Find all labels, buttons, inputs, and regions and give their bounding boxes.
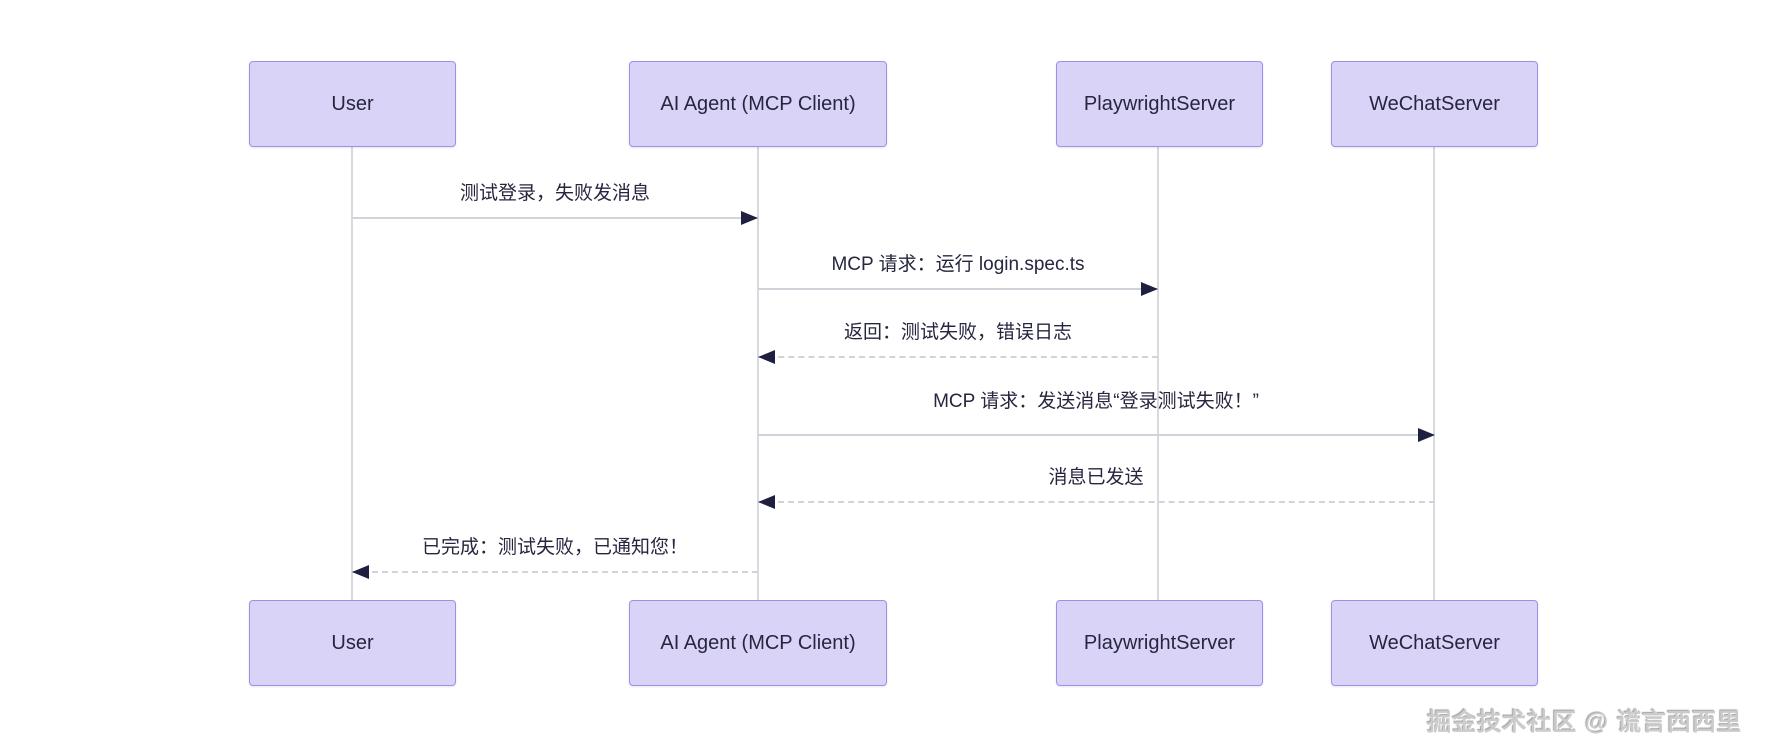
actor-box-user-top: User [249,61,456,147]
message-line [352,571,758,573]
actor-label: User [331,92,374,115]
arrowhead-left-icon [758,495,775,509]
actor-label: User [331,631,374,654]
arrowhead-left-icon [758,350,775,364]
actor-box-playwright-server-bottom: PlaywrightServer [1056,600,1263,686]
actor-box-wechat-server-bottom: WeChatServer [1331,600,1538,686]
actor-box-ai-agent-bottom: AI Agent (MCP Client) [629,600,887,686]
actor-box-ai-agent-top: AI Agent (MCP Client) [629,61,887,147]
lifeline-user [351,147,353,600]
lifeline-wechat-server [1433,147,1435,600]
actor-box-playwright-server-top: PlaywrightServer [1056,61,1263,147]
lifeline-playwright-server [1157,147,1159,600]
message-line [758,501,1435,503]
actor-label: AI Agent (MCP Client) [660,631,856,654]
arrowhead-right-icon [1141,282,1158,296]
actor-label: WeChatServer [1369,631,1500,654]
actor-label: AI Agent (MCP Client) [660,92,856,115]
watermark: 掘金技术社区 @ 谎言西西里 [1427,709,1742,736]
message-label: 已完成：测试失败，已通知您！ [421,537,688,558]
message-label: MCP 请求：运行 login.spec.ts [831,254,1085,275]
message-line [758,434,1435,436]
message-line [758,356,1158,358]
actor-label: PlaywrightServer [1083,92,1236,115]
actor-box-wechat-server-top: WeChatServer [1331,61,1538,147]
lifeline-ai-agent [757,147,759,600]
message-label: MCP 请求：发送消息“登录测试失败！” [933,391,1259,412]
message-label: 消息已发送 [1048,467,1144,488]
arrowhead-right-icon [1418,428,1435,442]
message-line [352,217,758,219]
message-line [758,288,1158,290]
arrowhead-left-icon [352,565,369,579]
actor-label: WeChatServer [1369,92,1500,115]
message-label: 返回：测试失败，错误日志 [843,322,1072,343]
actor-box-user-bottom: User [249,600,456,686]
arrowhead-right-icon [741,211,758,225]
message-label: 测试登录，失败发消息 [459,183,650,204]
actor-label: PlaywrightServer [1083,631,1236,654]
